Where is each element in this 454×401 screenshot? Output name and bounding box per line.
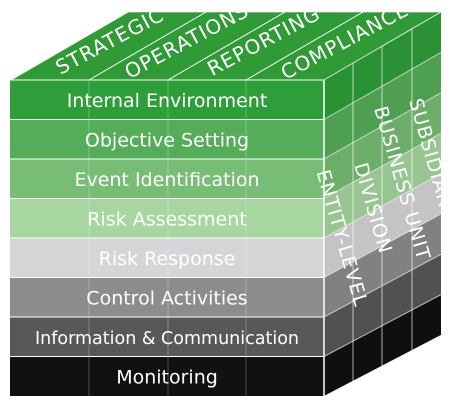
layer-band-risk-response — [10, 238, 324, 278]
layer-band-objective-setting — [10, 119, 324, 159]
layer-label-internal-environment: Internal Environment — [67, 90, 268, 112]
layer-band-information-and-communication — [10, 317, 324, 357]
layer-label-objective-setting: Objective Setting — [85, 129, 249, 151]
side-face: ENTITY-LEVEL DIVISION BUSINESS UNIT SUBS… — [312, 12, 454, 396]
top-face: STRATEGIC OPERATIONS REPORTING COMPLIANC… — [10, 0, 442, 85]
top-divider — [167, 11, 286, 81]
layer-band-event-identification — [10, 159, 324, 199]
layer-band-control-activities — [10, 277, 324, 317]
top-divider — [245, 11, 364, 81]
side-face-dividers — [323, 29, 413, 396]
layer-label-event-identification: Event Identification — [74, 169, 259, 191]
layer-label-control-activities: Control Activities — [86, 287, 247, 309]
layer-label-risk-assessment: Risk Assessment — [87, 208, 246, 230]
top-divider — [10, 11, 129, 81]
layer-band-internal-environment — [10, 80, 324, 120]
top-divider — [88, 11, 207, 81]
layer-band-monitoring — [10, 356, 324, 396]
layer-label-risk-response: Risk Response — [99, 248, 236, 270]
layer-label-monitoring: Monitoring — [116, 366, 218, 388]
layer-label-information-and-communication: Information & Communication — [35, 329, 299, 349]
layer-band-risk-assessment — [10, 198, 324, 238]
